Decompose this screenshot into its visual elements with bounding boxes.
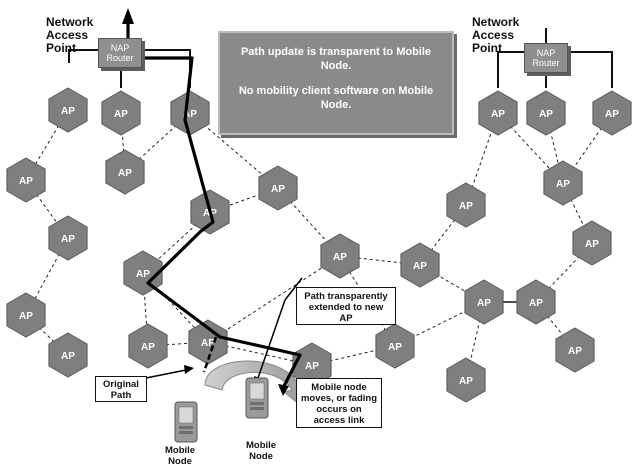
access-point-label: AP — [114, 109, 128, 120]
access-point-23: AP — [592, 90, 632, 136]
access-point-2: AP — [170, 90, 210, 136]
access-point-24: AP — [543, 160, 583, 206]
access-point-label: AP — [61, 351, 75, 362]
info-box: Path update is transparent to Mobile Nod… — [218, 31, 454, 135]
access-point-label: AP — [568, 346, 582, 357]
right-nap-router: NAP Router — [524, 43, 568, 73]
access-point-26: AP — [516, 279, 556, 325]
original-path-callout: Original Path — [95, 376, 147, 402]
access-point-label: AP — [529, 298, 543, 309]
access-point-22: AP — [526, 90, 566, 136]
access-point-label: AP — [459, 376, 473, 387]
access-point-6: AP — [48, 215, 88, 261]
wired-links — [68, 28, 613, 88]
access-point-label: AP — [141, 342, 155, 353]
info-line-1: Path update is transparent to Mobile Nod… — [240, 46, 432, 72]
access-point-label: AP — [305, 361, 319, 372]
left-nap-router: NAP Router — [98, 38, 142, 68]
access-point-label: AP — [333, 252, 347, 263]
access-point-9: AP — [258, 165, 298, 211]
access-point-label: AP — [477, 298, 491, 309]
access-point-label: AP — [19, 176, 33, 187]
access-point-11: AP — [123, 250, 163, 296]
node-moves-callout: Mobile node moves, or fading occurs on a… — [296, 378, 382, 428]
access-point-25: AP — [572, 220, 612, 266]
right-nap-label: Network Access Point — [472, 15, 520, 55]
access-point-label: AP — [491, 109, 505, 120]
info-line-2: No mobility client software on Mobile No… — [238, 85, 434, 111]
access-point-label: AP — [539, 109, 553, 120]
access-point-label: AP — [201, 338, 215, 349]
access-point-4: AP — [6, 157, 46, 203]
access-point-label: AP — [556, 179, 570, 190]
transparent-path — [122, 8, 302, 396]
access-point-label: AP — [183, 109, 197, 120]
access-point-5: AP — [105, 149, 145, 195]
access-point-label: AP — [61, 234, 75, 245]
access-point-7: AP — [6, 292, 46, 338]
mesh-links — [25, 109, 613, 381]
right-nap-router-label: NAP Router — [532, 48, 560, 68]
access-point-16: AP — [375, 323, 415, 369]
access-point-19: AP — [446, 357, 486, 403]
mobile-device-left — [174, 401, 198, 443]
mobile-node-left-label: Mobile Node — [165, 445, 196, 467]
access-point-3: AP — [48, 87, 88, 133]
left-nap-label: Network Access Point — [46, 15, 94, 55]
ap-nodes: AP AP AP AP AP AP AP AP AP AP AP AP AP AP AP AP AP AP AP AP… — [6, 87, 632, 403]
access-point-label: AP — [459, 201, 473, 212]
access-point-18: AP — [464, 279, 504, 325]
mobile-node-right-label: Mobile Node — [246, 440, 277, 462]
access-point-label: AP — [585, 239, 599, 250]
access-point-17: AP — [400, 242, 440, 288]
access-point-label: AP — [19, 311, 33, 322]
access-point-8: AP — [48, 332, 88, 378]
access-point-label: AP — [136, 269, 150, 280]
access-point-20: AP — [446, 182, 486, 228]
access-point-14: AP — [320, 233, 360, 279]
access-point-12: AP — [128, 323, 168, 369]
access-point-label: AP — [61, 106, 75, 117]
mobile-device-right — [245, 377, 269, 419]
left-nap-router-label: NAP Router — [106, 43, 134, 63]
access-point-label: AP — [413, 261, 427, 272]
access-point-label: AP — [118, 168, 132, 179]
access-point-21: AP — [478, 90, 518, 136]
access-point-label: AP — [388, 342, 402, 353]
access-point-1: AP — [101, 90, 141, 136]
access-point-label: AP — [605, 109, 619, 120]
access-point-label: AP — [271, 184, 285, 195]
access-point-27: AP — [555, 327, 595, 373]
extended-path-callout: Path transparently extended to new AP — [296, 287, 396, 325]
